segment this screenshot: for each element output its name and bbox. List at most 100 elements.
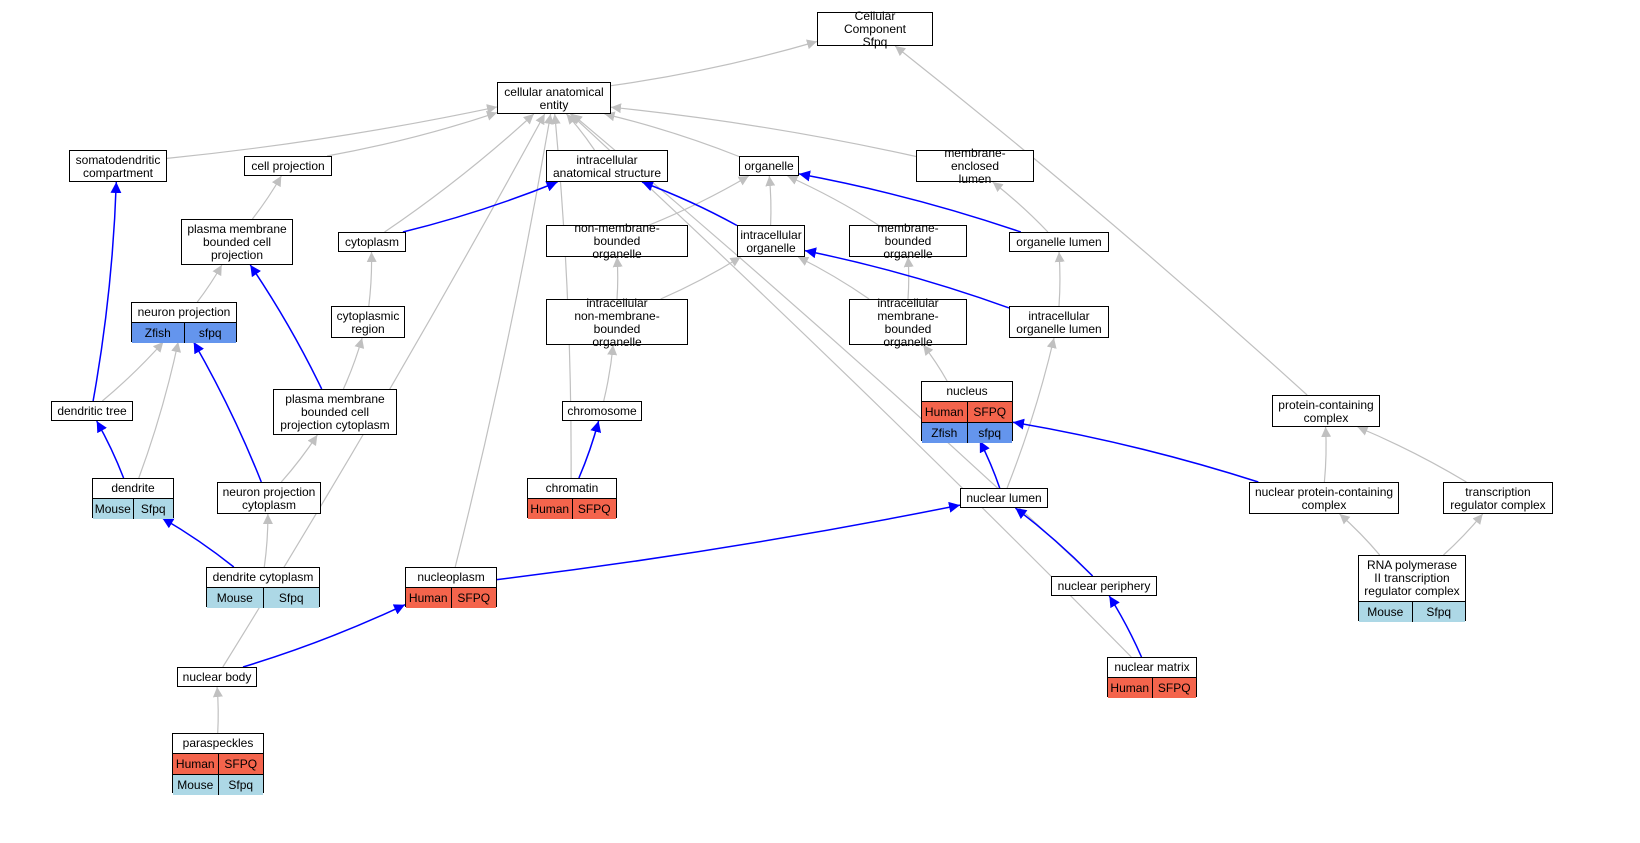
- species-row: Zfish sfpq: [132, 322, 236, 343]
- edge-part-of-dc-to-dendrite: [161, 517, 235, 568]
- node-cae: cellular anatomical entity: [497, 82, 611, 114]
- node-label: nucleoplasm: [417, 570, 485, 584]
- node-npcc: nuclear protein-containing complex: [1249, 482, 1399, 514]
- node-cr: cytoplasmic region: [331, 306, 405, 338]
- species-name: Human: [408, 591, 448, 605]
- node-npc: neuron projection cytoplasm: [217, 482, 321, 514]
- edge-is-a-pcc-to-cc: [894, 45, 1308, 396]
- species-name: Human: [1110, 681, 1150, 695]
- gene-symbol: sfpq: [183, 323, 237, 343]
- edge-is-a-cr-to-cytoplasm: [366, 251, 377, 307]
- node-label: nuclear matrix: [1114, 660, 1190, 674]
- node-nper: nuclear periphery: [1051, 576, 1157, 596]
- gene-symbol: SFPQ: [1151, 678, 1197, 698]
- edge-part-of-io-to-ias: [641, 180, 738, 227]
- node-label: plasma membrane bounded cell projection …: [280, 392, 390, 432]
- node-trc: transcription regulator complex: [1443, 482, 1553, 514]
- node-label: nuclear periphery: [1057, 579, 1151, 593]
- edge-is-a-nucleus-to-imbo: [922, 344, 948, 382]
- edge-is-a-iol-to-ol: [1054, 251, 1065, 307]
- edge-part-of-dt-to-soma: [92, 181, 122, 402]
- species-name: Mouse: [94, 502, 131, 516]
- edge-part-of-nucleoplasm-to-nl: [496, 501, 961, 581]
- edge-part-of-ol-to-organelle: [798, 170, 1022, 233]
- node-nl: nuclear lumen: [960, 488, 1048, 508]
- edge-is-a-organelle-to-cae: [604, 111, 740, 158]
- species-name: Zfish: [931, 426, 958, 440]
- node-imbo: intracellular membrane-bounded organelle: [849, 296, 967, 348]
- edge-is-a-inmbo-to-nmbo: [612, 256, 623, 300]
- node-nmbo: non-membrane-bounded organelle: [546, 221, 688, 261]
- edge-is-a-trc-to-pcc: [1357, 426, 1467, 483]
- node-label: intracellular anatomical structure: [552, 152, 662, 180]
- gene-symbol: SFPQ: [571, 499, 617, 519]
- node-pmbcp: plasma membrane bounded cell projection: [181, 219, 293, 265]
- node-dt: dendritic tree: [51, 401, 133, 421]
- node-label: non-membrane-bounded organelle: [574, 221, 660, 261]
- edge-is-a-cellproj-to-cae: [326, 111, 498, 157]
- species-name: Mouse: [216, 591, 253, 605]
- node-label: Cellular Component Sfpq: [843, 9, 907, 49]
- species-name: Zfish: [144, 326, 171, 340]
- edge-part-of-iol-to-io: [804, 247, 1010, 309]
- node-pcc: protein-containing complex: [1272, 395, 1380, 427]
- species-name: Human: [530, 502, 570, 516]
- edge-part-of-nper-to-nl: [1014, 507, 1094, 577]
- node-label: cell projection: [251, 159, 325, 173]
- edge-is-a-cytoplasm-to-cae: [384, 113, 535, 233]
- gene-symbol: Sfpq: [262, 588, 320, 608]
- node-label: neuron projection: [137, 305, 231, 319]
- edge-is-a-ol-to-mel: [992, 181, 1049, 233]
- edge-is-a-nmbo-to-organelle: [649, 175, 750, 226]
- edge-is-a-ps-to-nb: [212, 686, 223, 734]
- gene-symbol: SFPQ: [217, 754, 264, 774]
- gene-symbol: Sfpq: [217, 775, 264, 795]
- edge-is-a-rnap-to-trc: [1443, 513, 1484, 556]
- node-label: organelle lumen: [1016, 235, 1102, 249]
- edge-part-of-cytoplasm-to-ias: [402, 181, 558, 233]
- edge-is-a-rnap-to-npcc: [1339, 513, 1381, 556]
- edge-part-of-dendrite-to-dt: [96, 420, 125, 479]
- node-cc: Cellular Component Sfpq: [817, 9, 933, 49]
- node-label: cellular anatomical entity: [504, 84, 604, 112]
- edge-is-a-imbo-to-mbo: [903, 256, 914, 300]
- node-label: membrane-bounded organelle: [877, 221, 939, 261]
- node-label: dendrite cytoplasm: [212, 570, 314, 584]
- node-label: dendrite: [111, 481, 155, 495]
- node-label: dendritic tree: [57, 404, 127, 418]
- node-cytoplasm: cytoplasm: [338, 232, 406, 252]
- node-nb: nuclear body: [177, 667, 257, 687]
- species-name: Mouse: [177, 778, 214, 792]
- edge-is-a-dc-to-npc: [262, 513, 273, 568]
- node-rnap: RNA polymerase II transcription regulato…: [1358, 555, 1466, 622]
- node-pmbcpc: plasma membrane bounded cell projection …: [273, 389, 397, 435]
- edge-part-of-chromatin-to-chromosome: [578, 420, 602, 479]
- edge-is-a-npcc-to-pcc: [1321, 426, 1332, 483]
- edge-is-a-chromosome-to-inmbo: [603, 344, 618, 402]
- edge-is-a-nucleoplasm-to-cae: [454, 113, 554, 568]
- gene-symbol: Sfpq: [132, 499, 174, 519]
- node-label: neuron projection cytoplasm: [222, 484, 316, 512]
- edge-part-of-pmbcpc-to-pmbcp: [249, 264, 323, 390]
- edge-part-of-nl-to-nucleus: [979, 440, 1001, 489]
- edge-is-a-soma-to-cae: [166, 104, 498, 159]
- species-row: Mouse Sfpq: [207, 587, 319, 608]
- node-label: transcription regulator complex: [1450, 484, 1546, 512]
- gene-symbol: SFPQ: [966, 402, 1013, 422]
- node-chromosome: chromosome: [562, 401, 642, 421]
- edge-is-a-nl-to-iol: [1006, 337, 1057, 489]
- edge-part-of-npc-to-np: [193, 341, 262, 483]
- node-label: nucleus: [946, 384, 988, 398]
